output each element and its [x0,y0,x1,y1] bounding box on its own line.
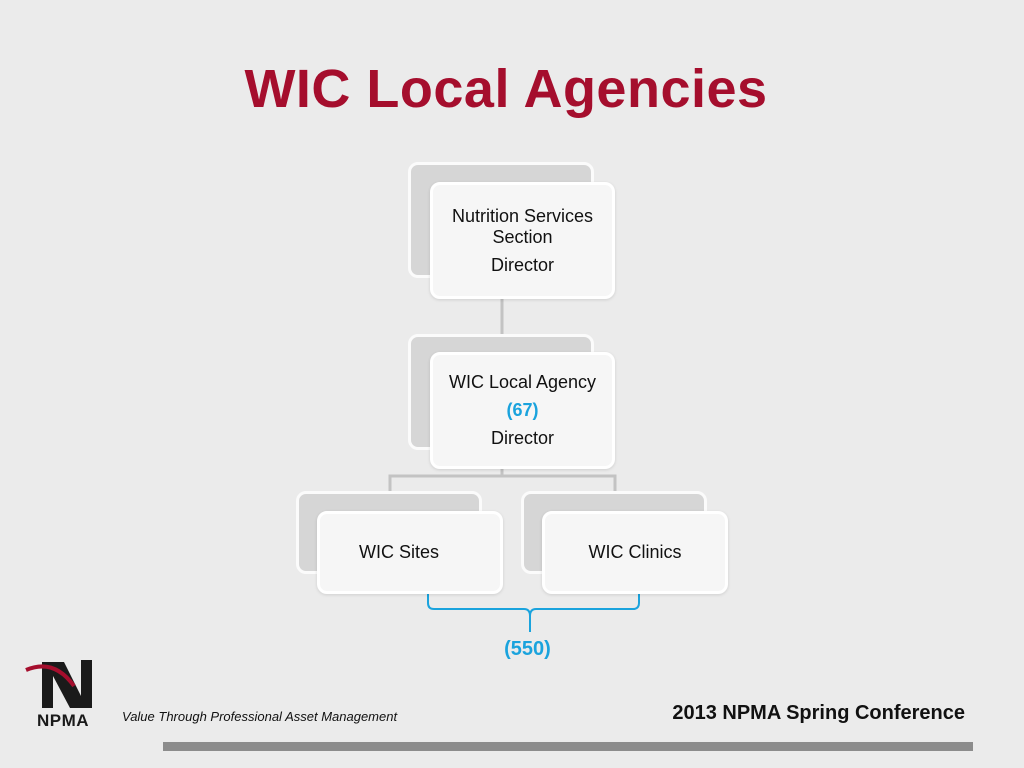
group-bracket [427,590,640,632]
group-count-label: (550) [504,638,551,660]
nutrition-role: Director [490,254,554,275]
logo-text: NPMA [36,711,90,730]
node-nutrition-services-front: Nutrition Services Section Director [430,182,615,299]
sites-label: WIC Sites [358,542,439,562]
agency-role: Director [490,428,554,448]
node-wic-clinics-front: WIC Clinics [542,511,728,594]
agency-title: WIC Local Agency [448,372,597,392]
footer-conference: 2013 NPMA Spring Conference [672,702,965,724]
footer-tagline: Value Through Professional Asset Managem… [122,709,398,724]
node-wic-local-agency-front: WIC Local Agency (67) Director [430,352,615,469]
slide-title: WIC Local Agencies [244,59,768,119]
node-wic-sites-front: WIC Sites [317,511,503,594]
nutrition-title: Nutrition Services [451,205,594,226]
connector-branch [388,474,617,492]
nutrition-subtitle: Section [492,226,553,247]
footer-bar [163,742,973,751]
agency-count: (67) [506,400,539,420]
npma-logo: NPMA [24,656,102,736]
clinics-label: WIC Clinics [588,542,682,562]
npma-logo-icon [25,660,92,708]
